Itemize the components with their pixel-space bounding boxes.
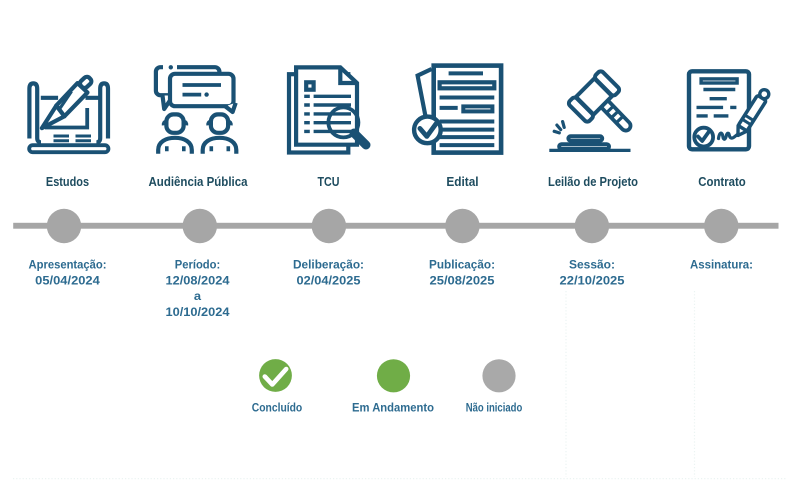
svg-text:Estudos: Estudos: [46, 174, 89, 189]
svg-text:Período:: Período:: [175, 260, 221, 272]
svg-text:Deliberação:: Deliberação:: [293, 260, 364, 272]
svg-text:Em Andamento: Em Andamento: [352, 400, 434, 414]
svg-text:Publicação:: Publicação:: [429, 260, 495, 272]
svg-text:a: a: [194, 291, 202, 303]
svg-text:Sessão:: Sessão:: [569, 260, 615, 272]
svg-text:TCU: TCU: [318, 174, 340, 189]
svg-text:Leilão de Projeto: Leilão de Projeto: [548, 174, 638, 189]
svg-text:Apresentação:: Apresentação:: [29, 260, 107, 272]
svg-text:Não iniciado: Não iniciado: [466, 400, 523, 414]
svg-text:Contrato: Contrato: [698, 174, 746, 189]
svg-text:25/08/2025: 25/08/2025: [430, 275, 496, 287]
svg-text:02/04/2025: 02/04/2025: [297, 275, 362, 287]
svg-text:22/10/2025: 22/10/2025: [560, 275, 626, 287]
svg-text:12/08/2024: 12/08/2024: [166, 275, 231, 287]
svg-text:Assinatura:: Assinatura:: [690, 260, 753, 272]
svg-text:Audiência Pública: Audiência Pública: [149, 174, 249, 189]
svg-text:Concluído: Concluído: [252, 400, 303, 414]
svg-text:10/10/2024: 10/10/2024: [166, 307, 231, 319]
svg-text:Edital: Edital: [446, 174, 478, 189]
svg-text:05/04/2024: 05/04/2024: [35, 275, 100, 287]
